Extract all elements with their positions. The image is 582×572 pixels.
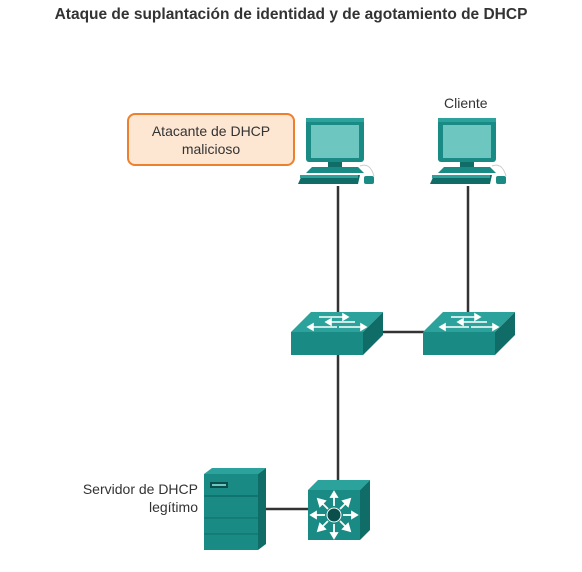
server-label: Servidor de DHCP legítimo (40, 480, 198, 516)
server-icon (204, 468, 266, 550)
switch-1-icon (291, 312, 383, 355)
links (263, 186, 470, 511)
attacker-label-line1: Atacante de DHCP (151, 123, 271, 139)
multilayer-switch-icon (308, 480, 370, 540)
server-label-line2: legítimo (148, 499, 198, 515)
diagram-title: Ataque de suplantación de identidad y de… (54, 6, 528, 23)
server-label-line1: Servidor de DHCP (82, 481, 198, 497)
attacker-label-line2: malicioso (181, 141, 241, 157)
attacker-callout: Atacante de DHCP malicioso (127, 113, 295, 166)
client-pc-icon (430, 118, 507, 184)
attacker-pc-icon (298, 118, 375, 184)
switch-2-icon (423, 312, 515, 355)
client-label: Cliente (444, 95, 488, 111)
